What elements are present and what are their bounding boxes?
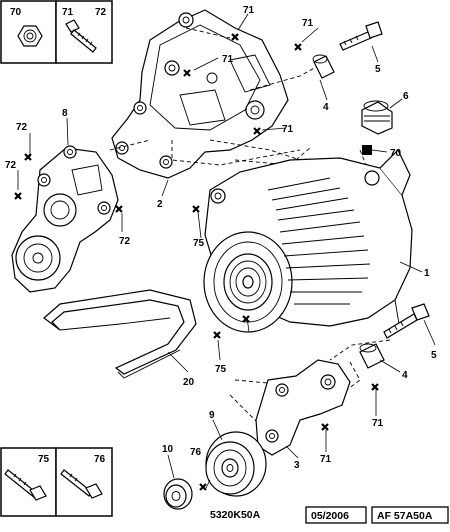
callout-9: 9: [209, 410, 215, 421]
sleeve-grommet: [361, 100, 393, 135]
callout-5-lower: 5: [431, 350, 437, 361]
inset-box-nut: 70: [0, 0, 57, 64]
flange-nut-icon: [17, 25, 43, 47]
fastener-markers: [14, 33, 379, 491]
callout-71-top: 71: [243, 5, 255, 16]
callout-75-lower: 75: [215, 364, 227, 375]
callout-72-left: 72: [5, 160, 17, 171]
callout-71-bottom: 71: [320, 454, 332, 465]
callout-3: 3: [294, 460, 300, 471]
stud-lower: [383, 303, 430, 339]
pulley-cap: [163, 478, 193, 510]
callout-20: 20: [183, 377, 195, 388]
flange-bolt-icon: [65, 19, 97, 53]
callout-72-right: 72: [119, 236, 131, 247]
callout-71-mid: 71: [222, 54, 234, 65]
idler-pulley: [205, 431, 267, 497]
inset-label-70: 70: [10, 7, 22, 18]
callout-4-lower: 4: [402, 370, 408, 381]
callout-75-upper: 75: [193, 238, 205, 249]
footer: 5320K50A 05/2006 AF 57A50A: [210, 506, 449, 524]
assembly-guide-lines: [109, 27, 391, 441]
hex-screw-icon: [60, 469, 103, 499]
callout-71-lower: 71: [372, 418, 384, 429]
sleeve-upper: [312, 54, 335, 79]
inset-box-stud: 75: [0, 447, 57, 517]
inset-label-71: 71: [62, 7, 74, 18]
callout-72-top: 72: [16, 122, 28, 133]
footer-date: 05/2006: [311, 510, 349, 522]
footer-date-box: [305, 506, 367, 524]
callout-1: 1: [424, 268, 430, 279]
stud-upper: [339, 21, 383, 51]
callout-2: 2: [157, 199, 163, 210]
callout-76: 76: [190, 447, 202, 458]
inset-label-75: 75: [38, 454, 50, 465]
callout-70: 70: [390, 148, 402, 159]
leader-lines: [17, 13, 436, 489]
alternator-bracket: [111, 9, 289, 179]
drive-belt: [43, 289, 197, 379]
sleeve-lower: [359, 343, 385, 369]
alternator: [203, 148, 413, 336]
callout-4-top: 4: [323, 102, 329, 113]
inset-box-screw: 76: [55, 447, 113, 517]
callout-71-bracket: 71: [282, 124, 294, 135]
footer-ref-left: 5320K50A: [210, 509, 261, 521]
inset-box-bolts: 71 72: [55, 0, 113, 64]
callout-5-top: 5: [375, 64, 381, 75]
lower-bracket: [255, 359, 351, 456]
inset-label-76: 76: [94, 454, 106, 465]
inset-label-72: 72: [95, 7, 107, 18]
callout-71-right: 71: [302, 18, 314, 29]
footer-ref-right-box: [371, 506, 449, 524]
callout-10: 10: [162, 444, 174, 455]
callout-6: 6: [403, 91, 409, 102]
terminal-nut: [362, 145, 372, 155]
belt-tensioner: [11, 145, 119, 293]
callout-8: 8: [62, 108, 68, 119]
stud-icon: [4, 469, 47, 501]
callout-labels: 71 71 71 71 5 4 6 70 8 72 72 72 2 75 1 7…: [5, 5, 437, 471]
footer-ref-right: AF 57A50A: [377, 510, 433, 522]
